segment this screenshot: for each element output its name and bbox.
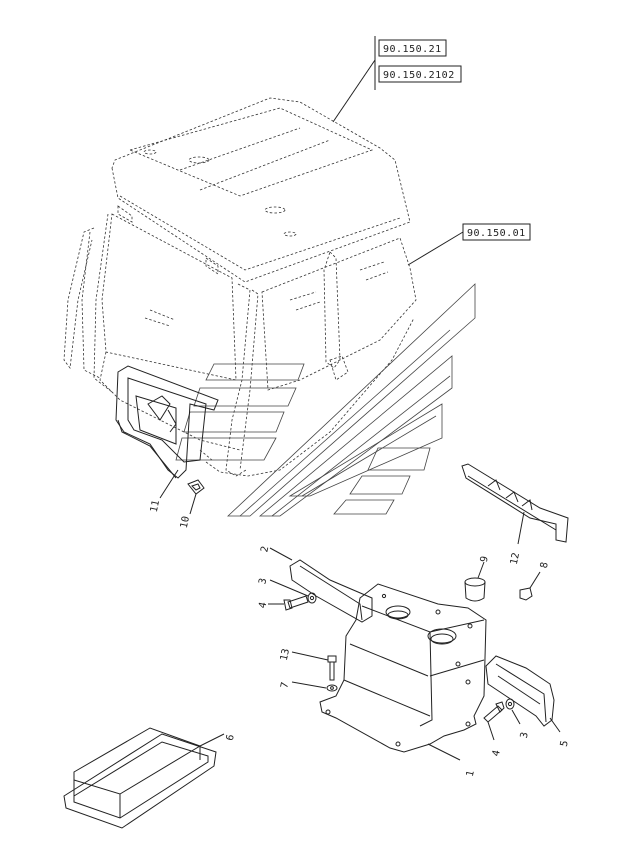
leader-12 <box>517 511 525 545</box>
part-7-washer[interactable] <box>326 684 338 692</box>
part-8-screw[interactable] <box>519 587 533 601</box>
reference-label-1: 90.150.21 <box>383 44 442 55</box>
reference-label-3: 90.150.01 <box>467 228 526 239</box>
leader-5 <box>549 717 561 733</box>
callout-3-left[interactable]: 3 <box>257 577 269 585</box>
leader-7 <box>291 681 327 689</box>
leader-13 <box>291 651 329 661</box>
callout-11[interactable]: 11 <box>149 499 162 513</box>
part-10-clip[interactable] <box>187 479 205 495</box>
brand-stripe-logo <box>175 283 476 517</box>
callout-5[interactable]: 5 <box>559 740 571 748</box>
callout-10[interactable]: 10 <box>179 515 192 529</box>
callout-12[interactable]: 12 <box>509 552 522 566</box>
part-11-holder[interactable] <box>115 365 219 479</box>
part-2-cover[interactable] <box>289 559 373 623</box>
reference-label-2: 90.150.2102 <box>383 70 455 81</box>
part-1-console-cover[interactable] <box>319 583 487 753</box>
callout-1[interactable]: 1 <box>465 770 477 778</box>
reference-box-1[interactable]: 90.150.21 <box>378 39 447 57</box>
leader-3-right <box>511 709 521 725</box>
part-12-bracket[interactable] <box>461 463 569 543</box>
leader-10 <box>189 493 197 515</box>
leader-11 <box>159 469 179 499</box>
reference-box-2[interactable]: 90.150.2102 <box>378 65 462 83</box>
callout-4-right[interactable]: 4 <box>491 749 503 757</box>
callout-3-right[interactable]: 3 <box>519 731 531 739</box>
part-6-mat[interactable] <box>63 727 217 829</box>
part-4-bolt-right[interactable] <box>483 701 505 723</box>
callout-9[interactable]: 9 <box>479 555 491 563</box>
callout-7[interactable]: 7 <box>279 681 291 689</box>
leader-1 <box>427 743 461 761</box>
callout-13[interactable]: 13 <box>279 648 292 662</box>
part-13-bolt[interactable] <box>327 655 337 681</box>
leader-cab-body <box>407 231 464 266</box>
leader-3-left <box>269 579 309 597</box>
leader-4-right <box>487 721 495 741</box>
callout-6[interactable]: 6 <box>225 734 237 742</box>
leader-2 <box>269 547 293 561</box>
part-9-plug[interactable] <box>464 577 486 602</box>
reference-box-3[interactable]: 90.150.01 <box>462 223 531 241</box>
cab-outline <box>63 97 417 477</box>
part-3-washer-right[interactable] <box>505 698 515 710</box>
part-3-washer-left[interactable] <box>307 592 317 604</box>
callout-8[interactable]: 8 <box>539 561 551 569</box>
leader-9 <box>477 561 485 579</box>
callout-2[interactable]: 2 <box>259 545 271 553</box>
leader-6 <box>199 733 225 747</box>
callout-4-left[interactable]: 4 <box>257 601 269 609</box>
leader-cab-roof <box>332 59 376 123</box>
leader-8 <box>529 571 541 589</box>
part-4-bolt-left[interactable] <box>283 595 309 611</box>
